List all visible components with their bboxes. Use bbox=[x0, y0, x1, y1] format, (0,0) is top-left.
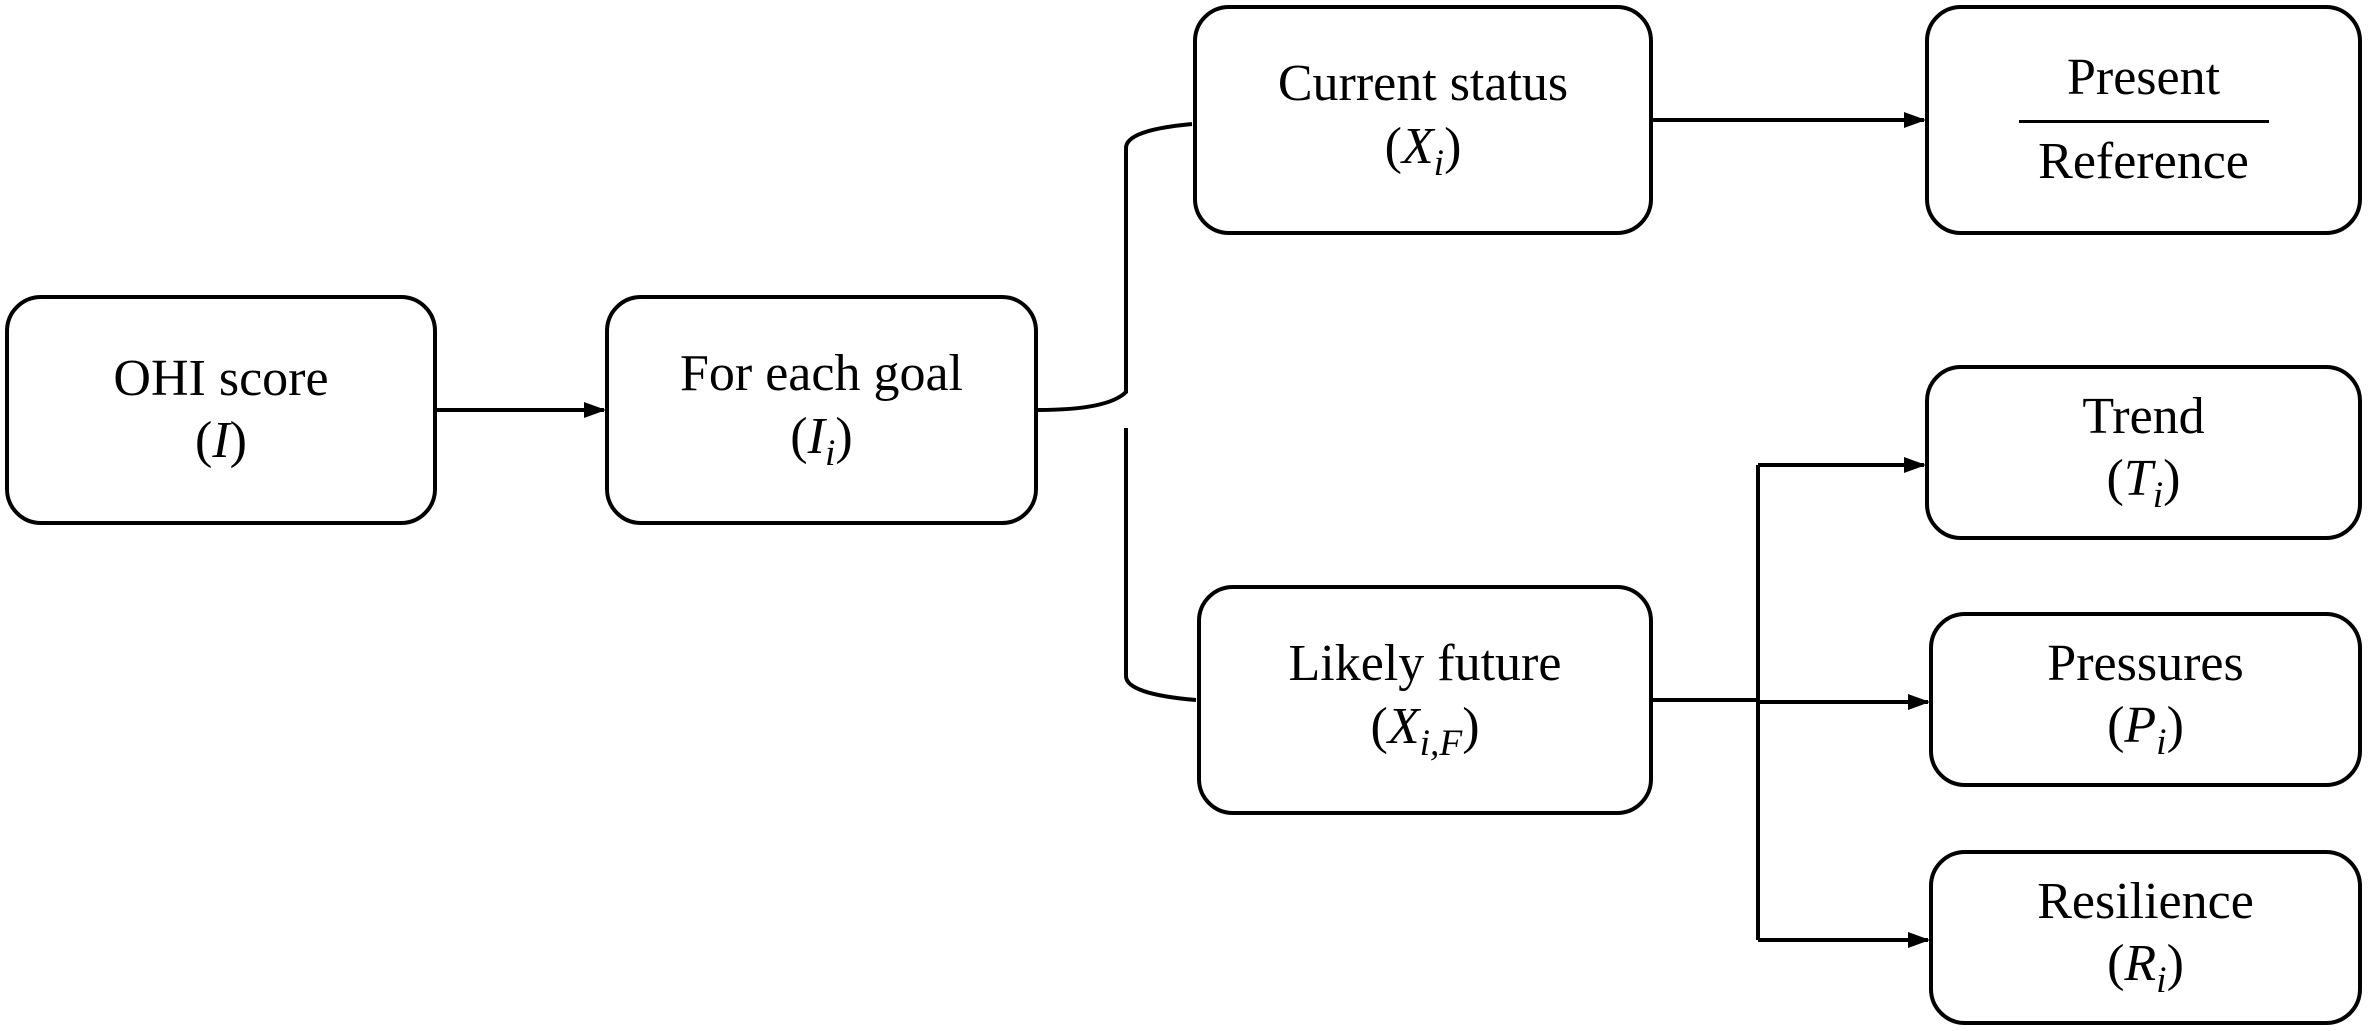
ohi-score-symbol: (I) bbox=[195, 412, 247, 469]
goal-symbol: (Ii) bbox=[790, 407, 853, 474]
pressures-symbol: (Pi) bbox=[2107, 697, 2184, 764]
fraction-bar bbox=[2018, 119, 2269, 123]
pressures-box: Pressures (Pi) bbox=[1929, 612, 2362, 787]
trend-symbol: (Ti) bbox=[2106, 450, 2181, 517]
resilience-symbol: (Ri) bbox=[2107, 935, 2184, 1002]
ohi-score-label: OHI score bbox=[113, 349, 329, 407]
current-status-box: Current status (Xi) bbox=[1193, 5, 1653, 235]
fraction-denominator: Reference bbox=[2038, 132, 2249, 190]
resilience-label: Resilience bbox=[2037, 872, 2254, 930]
present-over-reference-fraction: Present Reference bbox=[2018, 47, 2269, 193]
pressures-label: Pressures bbox=[2047, 634, 2244, 692]
likely-future-label: Likely future bbox=[1288, 635, 1562, 693]
trend-box: Trend (Ti) bbox=[1925, 365, 2362, 540]
current-status-label: Current status bbox=[1277, 55, 1569, 113]
goal-label: For each goal bbox=[679, 345, 963, 403]
brace-goal-to-components bbox=[1037, 122, 1197, 702]
likely-future-box: Likely future (Xi,F) bbox=[1197, 585, 1653, 815]
present-reference-box: Present Reference bbox=[1925, 5, 2362, 235]
goal-box: For each goal (Ii) bbox=[605, 295, 1038, 525]
current-status-symbol: (Xi) bbox=[1384, 117, 1462, 184]
fraction-numerator: Present bbox=[2066, 49, 2221, 107]
resilience-box: Resilience (Ri) bbox=[1929, 850, 2362, 1025]
trend-label: Trend bbox=[2082, 387, 2205, 445]
ohi-score-box: OHI score (I) bbox=[5, 295, 437, 525]
likely-future-symbol: (Xi,F) bbox=[1370, 697, 1480, 764]
